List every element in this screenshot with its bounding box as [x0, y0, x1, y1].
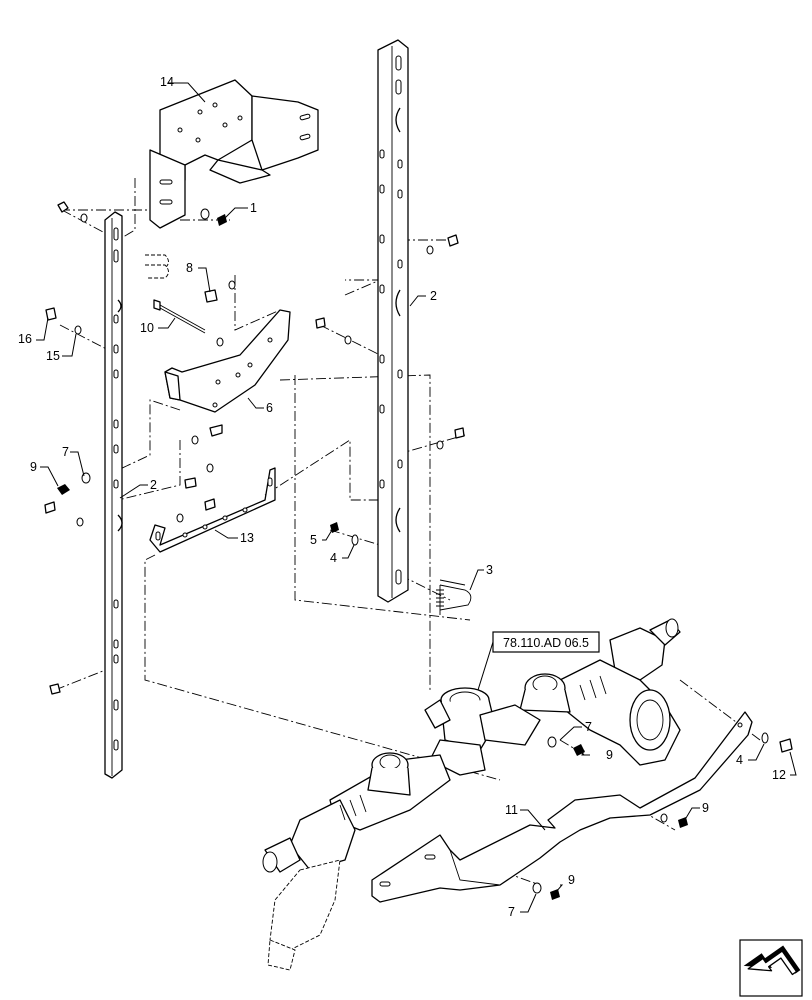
callout-4-right: 4	[736, 753, 743, 767]
callout-9-right: 9	[702, 801, 709, 815]
callout-leaders	[36, 82, 797, 913]
callout-5: 5	[310, 533, 317, 547]
callout-7-left: 7	[62, 445, 69, 459]
callout-3: 3	[486, 563, 493, 577]
callout-13: 13	[240, 531, 254, 545]
u-bolt-small	[145, 254, 169, 279]
callout-9-mid: 9	[606, 748, 613, 762]
callouts: 14 1 8 10 16 15 6 7 9 2 13 2 5 4 3 7 9 4…	[18, 75, 786, 919]
callout-10: 10	[140, 321, 154, 335]
reference-label-box[interactable]: 78.110.AD 06.5	[477, 631, 600, 691]
bracket-part-6	[164, 309, 291, 413]
valve-assembly	[262, 618, 681, 971]
bolt-part-10	[153, 299, 206, 334]
hardware	[44, 201, 793, 900]
callout-6: 6	[266, 401, 273, 415]
callout-4-mid: 4	[330, 551, 337, 565]
callout-2-right: 2	[430, 289, 437, 303]
callout-2-left: 2	[150, 478, 157, 492]
previous-page-arrow-icon[interactable]	[739, 939, 803, 997]
callout-14: 14	[160, 75, 174, 89]
callout-12: 12	[772, 768, 786, 782]
u-bolt-part-3	[436, 579, 472, 615]
bracket-part-14	[149, 79, 319, 229]
callout-16: 16	[18, 332, 32, 346]
callout-7-mid: 7	[585, 720, 592, 734]
callout-9-left: 9	[30, 460, 37, 474]
callout-1: 1	[250, 201, 257, 215]
reference-label: 78.110.AD 06.5	[503, 636, 589, 650]
callout-8: 8	[186, 261, 193, 275]
channel-left-part-2	[104, 211, 123, 779]
channel-right-part-2	[377, 39, 409, 603]
callout-7-bottom: 7	[508, 905, 515, 919]
bracket-part-13	[149, 467, 276, 553]
callout-15: 15	[46, 349, 60, 363]
callout-9-bottom: 9	[568, 873, 575, 887]
callout-11: 11	[505, 803, 518, 817]
bracket-part-11	[371, 711, 753, 903]
